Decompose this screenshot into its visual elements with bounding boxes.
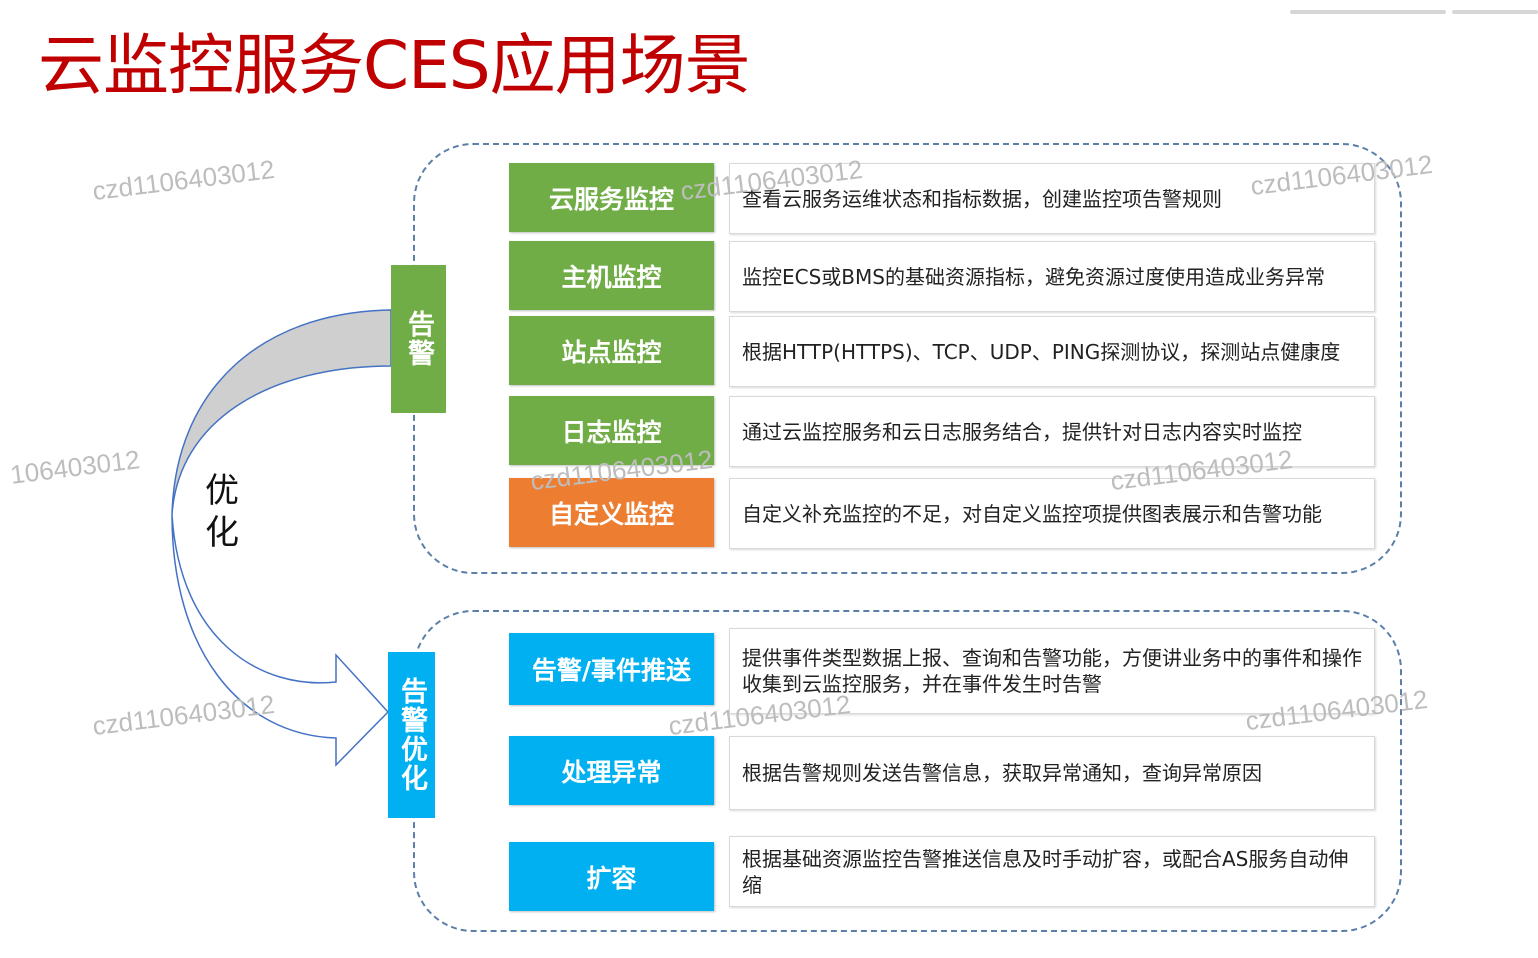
scenario-scale-out: 扩容 (509, 842, 714, 911)
scenario-desc: 提供事件类型数据上报、查询和告警功能，方便讲业务中的事件和操作收集到云监控服务，… (729, 628, 1375, 714)
scenario-cloud-service-monitoring: 云服务监控 (509, 163, 714, 232)
scenario-desc: 自定义补充监控的不足，对自定义监控项提供图表展示和告警功能 (729, 478, 1375, 549)
scenario-desc: 查看云服务运维状态和指标数据，创建监控项告警规则 (729, 163, 1375, 234)
scenario-custom-monitoring: 自定义监控 (509, 478, 714, 547)
top-divider (1452, 10, 1538, 14)
loop-band (171, 309, 392, 516)
alert-tag: 告警 (391, 265, 446, 413)
scenario-desc: 根据基础资源监控告警推送信息及时手动扩容，或配合AS服务自动伸缩 (729, 836, 1375, 907)
slide-title: 云监控服务CES应用场景 (38, 27, 751, 104)
scenario-desc: 根据告警规则发送告警信息，获取异常通知，查询异常原因 (729, 736, 1375, 810)
scenario-site-monitoring: 站点监控 (509, 316, 714, 385)
scenario-host-monitoring: 主机监控 (509, 241, 714, 310)
scenario-handle-exception: 处理异常 (509, 736, 714, 805)
alert-optimize-tag: 告警优化 (388, 652, 435, 818)
loop-label: 优化 (205, 471, 239, 553)
scenario-log-monitoring: 日志监控 (509, 396, 714, 465)
scenario-desc: 通过云监控服务和云日志服务结合，提供针对日志内容实时监控 (729, 396, 1375, 467)
top-divider (1290, 10, 1446, 14)
loop-arrow-head (171, 514, 390, 767)
scenario-desc: 监控ECS或BMS的基础资源指标，避免资源过度使用造成业务异常 (729, 241, 1375, 312)
scenario-event-push: 告警/事件推送 (509, 633, 714, 705)
scenario-desc: 根据HTTP(HTTPS)、TCP、UDP、PING探测协议，探测站点健康度 (729, 316, 1375, 387)
